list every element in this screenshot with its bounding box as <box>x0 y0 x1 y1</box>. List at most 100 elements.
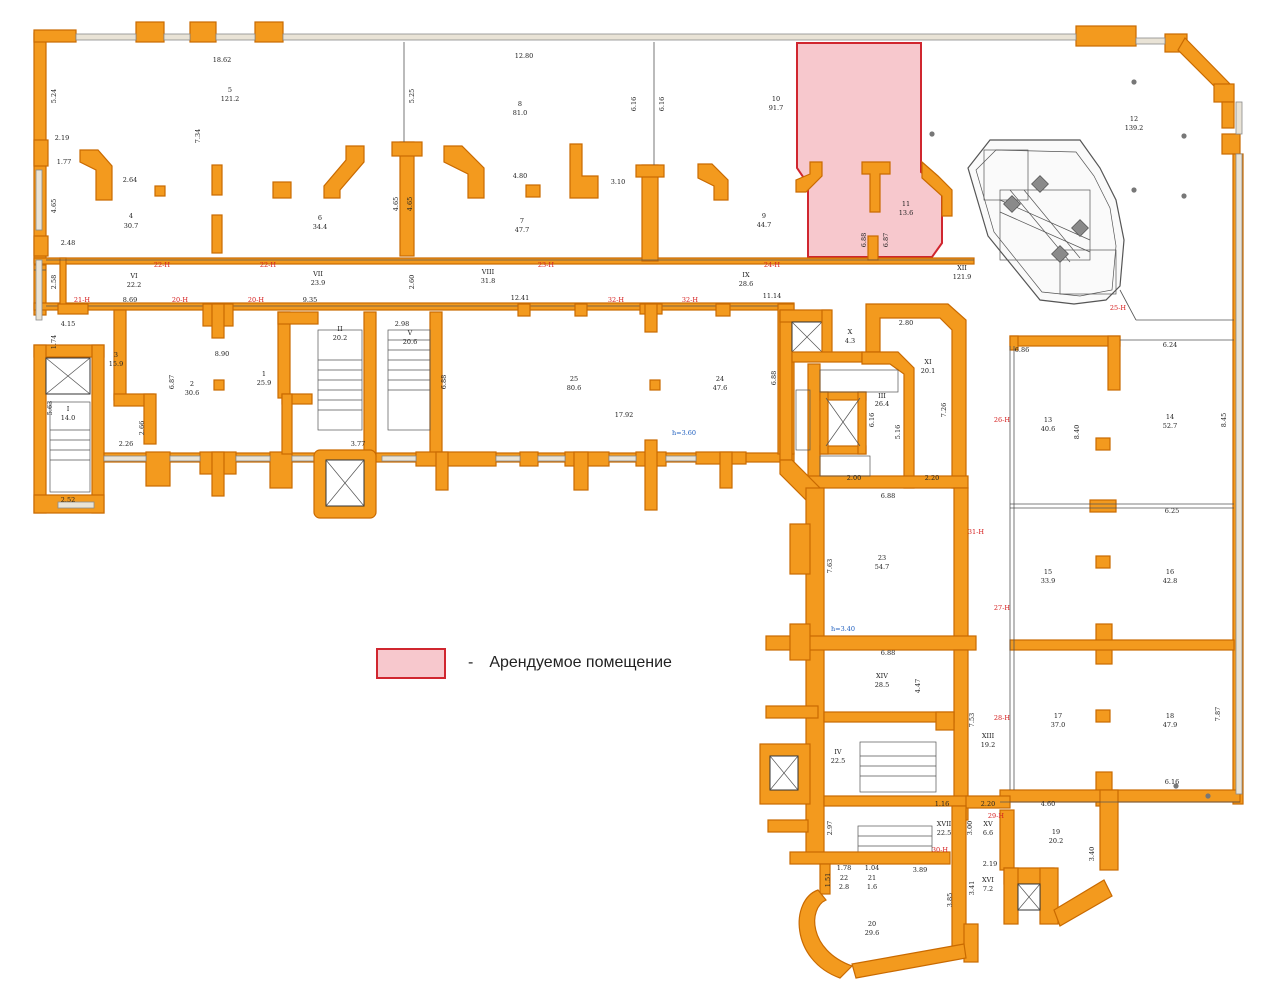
dimension: 2.58 <box>50 275 58 289</box>
room-labels: 4 30.7 5 121.2 6 34.4 7 47.7 8 81.0 9 44… <box>61 86 1177 937</box>
dimension: 8.69 <box>123 296 137 304</box>
room-XV-area: 6.6 <box>983 829 993 837</box>
room-17-number: 17 <box>1054 712 1062 720</box>
axis-label: 27-Н <box>994 604 1010 612</box>
dimension: 5.16 <box>894 425 902 439</box>
dimension: 2.48 <box>61 239 75 247</box>
room-9-number: 9 <box>762 212 766 220</box>
dimension: 1.51 <box>824 873 832 887</box>
dimension: 6.87 <box>168 375 176 389</box>
lower-central-wing <box>759 487 1113 979</box>
room-21-number: 21 <box>868 874 876 882</box>
corridor-walls <box>33 139 975 311</box>
axis-label: 31-Н <box>968 528 984 536</box>
axis-label: 25-Н <box>1110 304 1126 312</box>
room-20-area: 29.6 <box>865 929 879 937</box>
dimension: 4.80 <box>513 172 527 180</box>
room-XI-number: XI <box>924 358 932 366</box>
room-15-area: 33.9 <box>1041 577 1055 585</box>
dimension: 4.60 <box>1041 800 1055 808</box>
room-XVII-area: 22.5 <box>937 829 951 837</box>
dimension: 1.78 <box>837 864 851 872</box>
stair-I <box>45 357 95 509</box>
dimension-labels: 18.62 12.80 5.24 2.19 1.77 2.64 4.65 2.4… <box>46 52 1228 907</box>
dimension: 6.86 <box>1015 346 1029 354</box>
room-IV-area: 22.5 <box>831 757 845 765</box>
room-22-area: 2.8 <box>839 883 849 891</box>
dimension: 2.19 <box>983 860 997 868</box>
dimension: 3.00 <box>966 821 974 835</box>
room-IX-area: 28.6 <box>739 280 753 288</box>
dimension: 2.60 <box>408 275 416 289</box>
dimension: 7.87 <box>1214 707 1222 721</box>
room-X-number: X <box>848 328 853 336</box>
dimension: 2.20 <box>925 474 939 482</box>
room-18-number: 18 <box>1166 712 1174 720</box>
room-4-number: 4 <box>129 212 133 220</box>
room-III-area: 26.4 <box>875 400 889 408</box>
room-IV-number: IV <box>834 748 842 756</box>
room-6-area: 34.4 <box>313 223 327 231</box>
dimension: 3.89 <box>913 866 927 874</box>
room-VI-area: 22.2 <box>127 281 141 289</box>
room-13-number: 13 <box>1044 416 1052 424</box>
room-4-area: 30.7 <box>124 222 138 230</box>
dimension: 6.16 <box>1165 778 1179 786</box>
room-X-area: 4.3 <box>845 337 855 345</box>
axis-label: 22-Н <box>260 261 276 269</box>
dimension: 11.14 <box>763 292 782 300</box>
leased-swatch <box>376 647 446 679</box>
dimension: 3.85 <box>946 893 954 907</box>
room-6-number: 6 <box>318 214 322 222</box>
dimension: 6.88 <box>860 233 868 247</box>
dimension: 6.16 <box>658 97 666 111</box>
dimension: 3.10 <box>611 178 625 186</box>
dimension: 2.00 <box>847 474 861 482</box>
dimension: 17.92 <box>615 411 634 419</box>
room-11-number: 11 <box>902 200 910 208</box>
room-19-number: 19 <box>1052 828 1060 836</box>
dimension: 5.63 <box>46 401 54 415</box>
stairs-II-V <box>313 329 431 519</box>
dimension: 6.88 <box>881 492 895 500</box>
dimension: 8.45 <box>1220 413 1228 427</box>
dimension: 2.66 <box>138 421 146 435</box>
room-1-area: 25.9 <box>257 379 271 387</box>
leased-room-11[interactable] <box>796 42 943 258</box>
axis-label: 26-Н <box>994 416 1010 424</box>
dimension: 6.88 <box>770 371 778 385</box>
axis-label: 32-Н <box>608 296 624 304</box>
room-XIV-number: XIV <box>876 672 888 680</box>
dimension: 1.77 <box>57 158 71 166</box>
room-V-number: V <box>407 329 413 337</box>
room-18-area: 47.9 <box>1163 721 1177 729</box>
dimension: 3.77 <box>351 440 365 448</box>
ceiling-height-label: h=3.40 <box>831 625 855 633</box>
lower-left-windows <box>35 169 697 462</box>
room-5-area: 121.2 <box>221 95 240 103</box>
room-XII-area: 121.9 <box>953 273 972 281</box>
room-7-number: 7 <box>520 217 524 225</box>
corridor-lines <box>34 42 974 307</box>
room-II-area: 20.2 <box>333 334 347 342</box>
dimension: 6.88 <box>881 649 895 657</box>
dimension: 7.63 <box>826 559 834 573</box>
spiral-stair <box>929 79 1234 321</box>
room-XI-area: 20.1 <box>921 367 935 375</box>
room-XIII-area: 19.2 <box>981 741 995 749</box>
room-5-number: 5 <box>228 86 232 94</box>
room-XIV-area: 28.5 <box>875 681 889 689</box>
room-17-area: 37.0 <box>1051 721 1065 729</box>
room-8-number: 8 <box>518 100 522 108</box>
axis-label: 24-Н <box>764 261 780 269</box>
room-16-number: 16 <box>1166 568 1174 576</box>
room-3-area: 15.9 <box>109 360 123 368</box>
dimension: 5.24 <box>50 89 58 103</box>
room-25-area: 80.6 <box>567 384 581 392</box>
axis-label: 22-Н <box>154 261 170 269</box>
dimension: 7.34 <box>194 129 202 143</box>
room-25-number: 25 <box>570 375 578 383</box>
legend: - Арендуемое помещение <box>376 646 672 680</box>
room-I-area: 14.0 <box>61 414 75 422</box>
